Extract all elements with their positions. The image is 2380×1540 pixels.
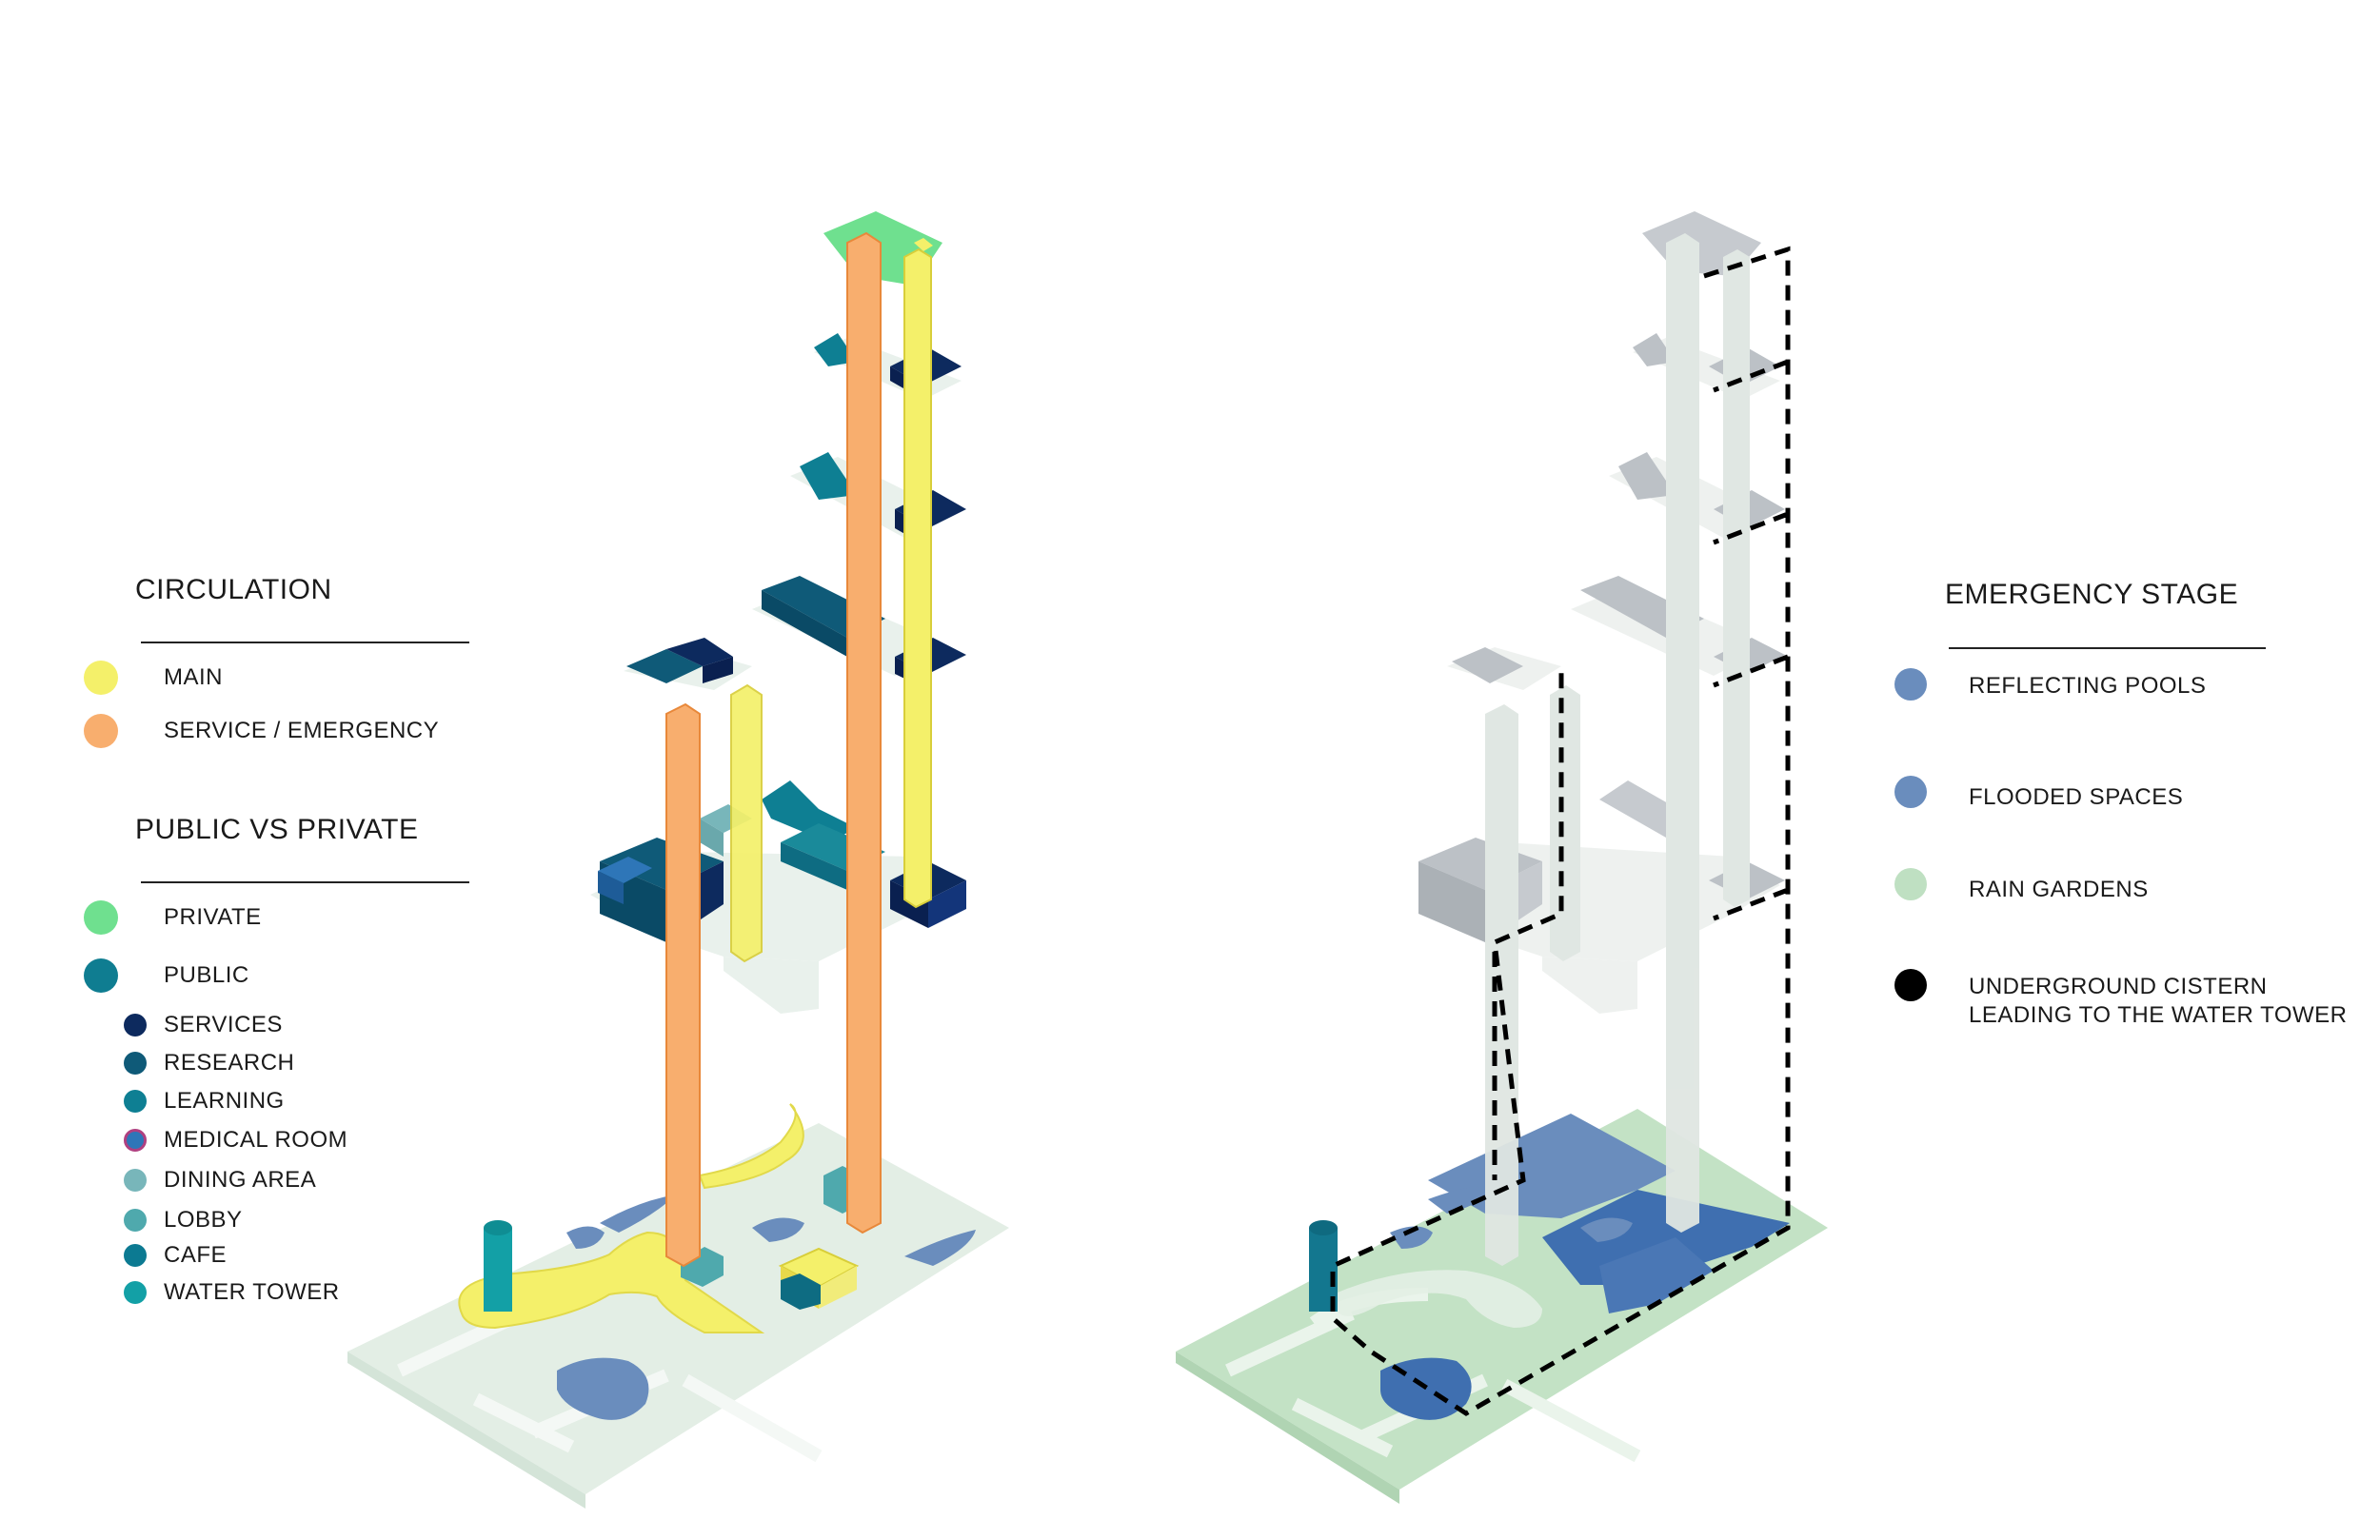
underground-cistern-label: UNDERGROUND CISTERN [1969, 973, 2268, 1001]
left-main-core-1 [731, 685, 762, 961]
cafe-swatch [124, 1244, 147, 1267]
public-private-heading: PUBLIC VS PRIVATE [135, 814, 418, 846]
underground-cistern-label-line2: LEADING TO THE WATER TOWER [1969, 1001, 2348, 1030]
dining-area-swatch [124, 1169, 147, 1192]
left-model [347, 211, 1009, 1509]
rain-gardens-swatch [1894, 868, 1927, 900]
medical-room-label: MEDICAL ROOM [164, 1126, 347, 1155]
circulation-divider [141, 642, 469, 643]
public-private-divider [141, 881, 469, 883]
service-circulation-label: SERVICE / EMERGENCY [164, 717, 439, 745]
water-tower-label: WATER TOWER [164, 1278, 340, 1307]
research-swatch [124, 1052, 147, 1075]
services-label: SERVICES [164, 1011, 283, 1039]
research-label: RESEARCH [164, 1049, 294, 1077]
medical-room-swatch [124, 1129, 147, 1152]
water-tower-swatch [124, 1281, 147, 1304]
dining-area-label: DINING AREA [164, 1166, 316, 1194]
public-swatch [84, 958, 118, 993]
services-swatch [124, 1014, 147, 1037]
flooded-spaces-swatch [1894, 776, 1927, 808]
main-circulation-label: MAIN [164, 663, 223, 692]
left-water-tower [484, 1220, 512, 1312]
right-tower-grey [1418, 211, 1785, 1266]
main-circulation-swatch [84, 661, 118, 695]
private-label: PRIVATE [164, 903, 262, 932]
private-swatch [84, 900, 118, 935]
left-service-core-2 [847, 233, 881, 1233]
rain-gardens-label: RAIN GARDENS [1969, 876, 2149, 904]
left-main-core-2 [904, 249, 931, 907]
lobby-label: LOBBY [164, 1206, 243, 1234]
learning-label: LEARNING [164, 1087, 285, 1116]
emergency-stage-heading: EMERGENCY STAGE [1945, 579, 2238, 611]
left-tower-level-2 [814, 333, 962, 400]
right-model [1176, 211, 1828, 1504]
service-circulation-swatch [84, 714, 118, 748]
underground-cistern-swatch [1894, 969, 1927, 1001]
cafe-label: CAFE [164, 1241, 227, 1270]
lobby-swatch [124, 1209, 147, 1232]
reflecting-pools-label: REFLECTING POOLS [1969, 672, 2206, 701]
left-service-core-1 [666, 704, 700, 1266]
reflecting-pools-swatch [1894, 668, 1927, 701]
learning-swatch [124, 1090, 147, 1113]
circulation-heading: CIRCULATION [135, 574, 332, 606]
emergency-stage-divider [1949, 647, 2266, 649]
flooded-spaces-label: FLOODED SPACES [1969, 783, 2183, 812]
public-label: PUBLIC [164, 961, 249, 990]
